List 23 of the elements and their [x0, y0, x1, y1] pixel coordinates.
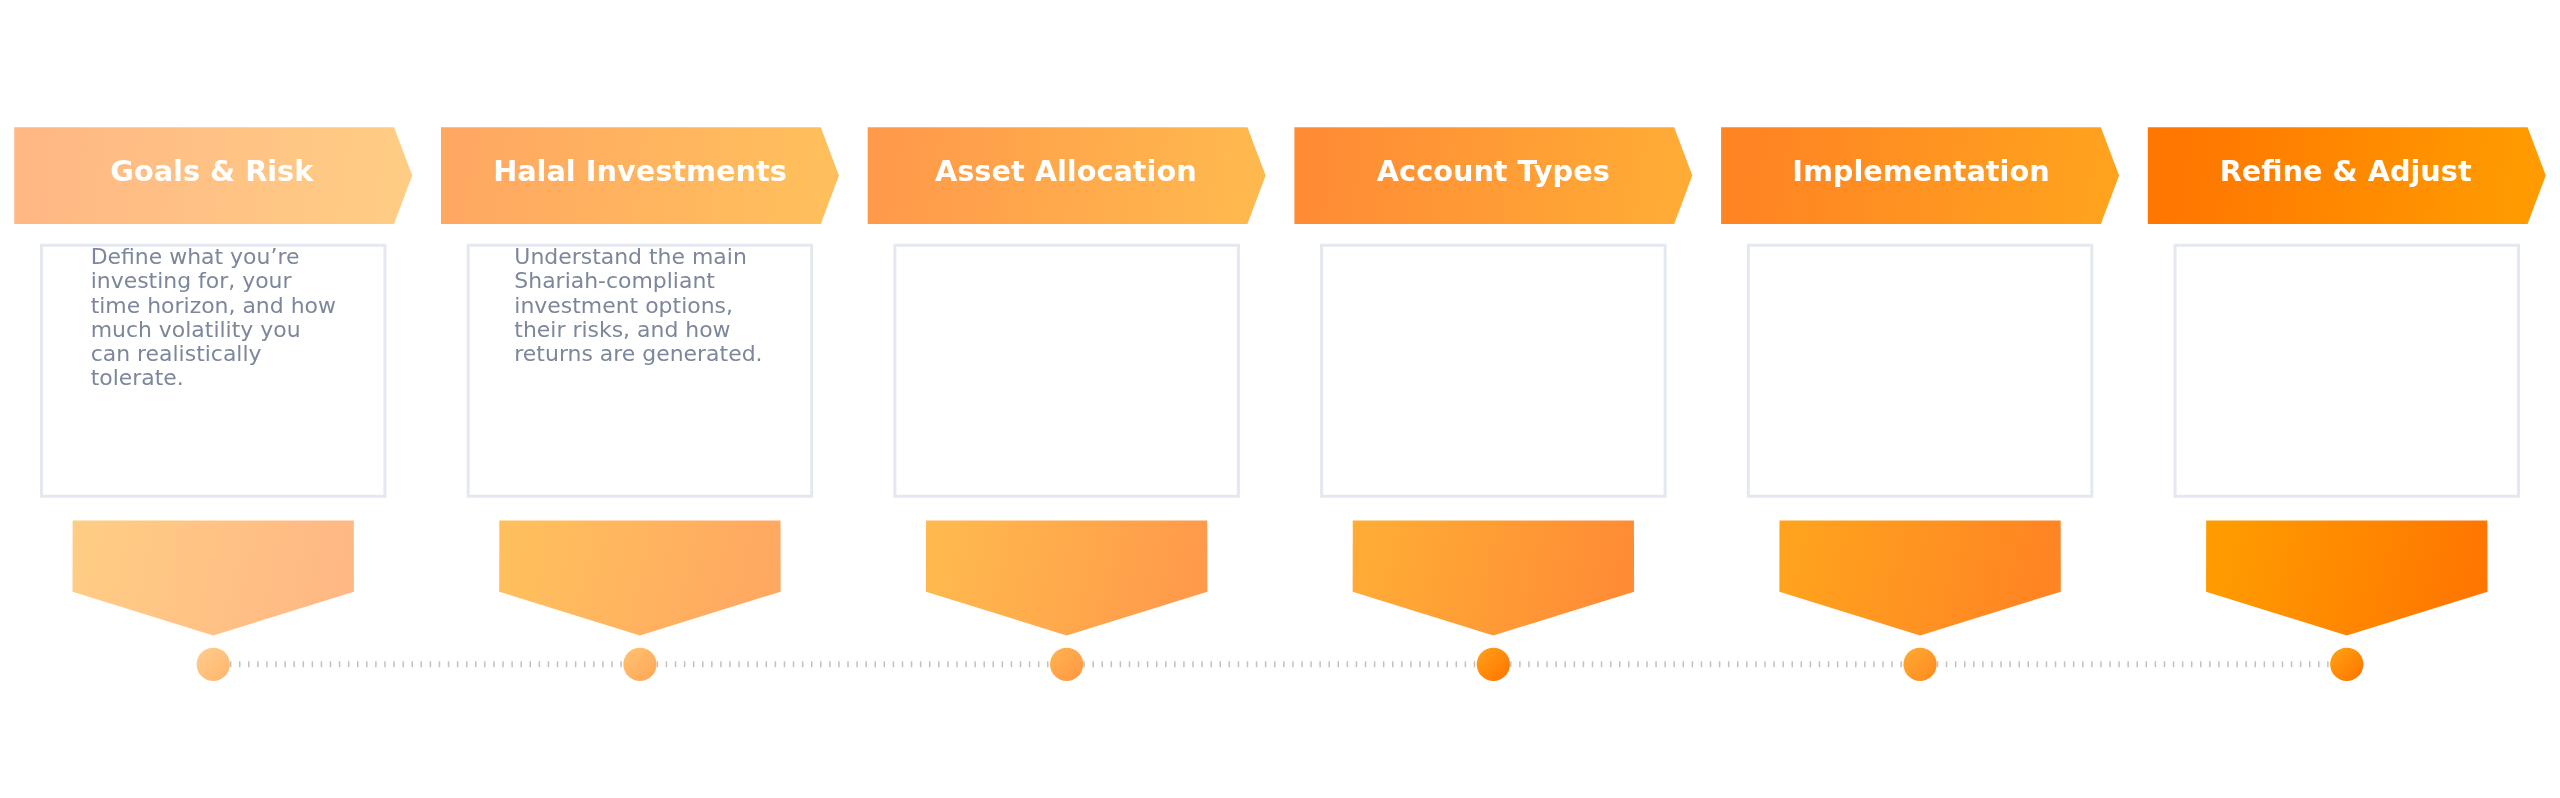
node-circle	[1050, 647, 1084, 681]
connector	[1083, 660, 1477, 667]
node-box	[2173, 243, 2521, 498]
connector	[656, 660, 1050, 667]
node-pentagon	[925, 520, 1208, 636]
node-circle	[1903, 647, 1937, 681]
node-circle	[1476, 647, 1510, 681]
node-box: Understand the main Shariah-compliant investment options, their risks, and how returns are generated.	[466, 243, 814, 498]
node-pentagon	[2206, 520, 2488, 636]
node-box: Define what you’re investing for, your time horizon, and how much volatility you can realistically tolerate.	[39, 243, 387, 498]
node-box	[893, 243, 1240, 498]
node-circle	[196, 647, 230, 681]
node-circle	[623, 647, 657, 681]
node-pentagon	[499, 520, 781, 636]
node-circle	[2330, 647, 2364, 681]
node-pentagon	[72, 520, 354, 636]
node-box	[1746, 243, 2094, 498]
connector	[229, 660, 624, 667]
node-box	[1320, 243, 1667, 498]
node-pentagon	[1352, 520, 1635, 636]
connector	[1936, 660, 2330, 667]
connector	[1510, 660, 1904, 667]
node-pentagon	[1779, 520, 2061, 636]
